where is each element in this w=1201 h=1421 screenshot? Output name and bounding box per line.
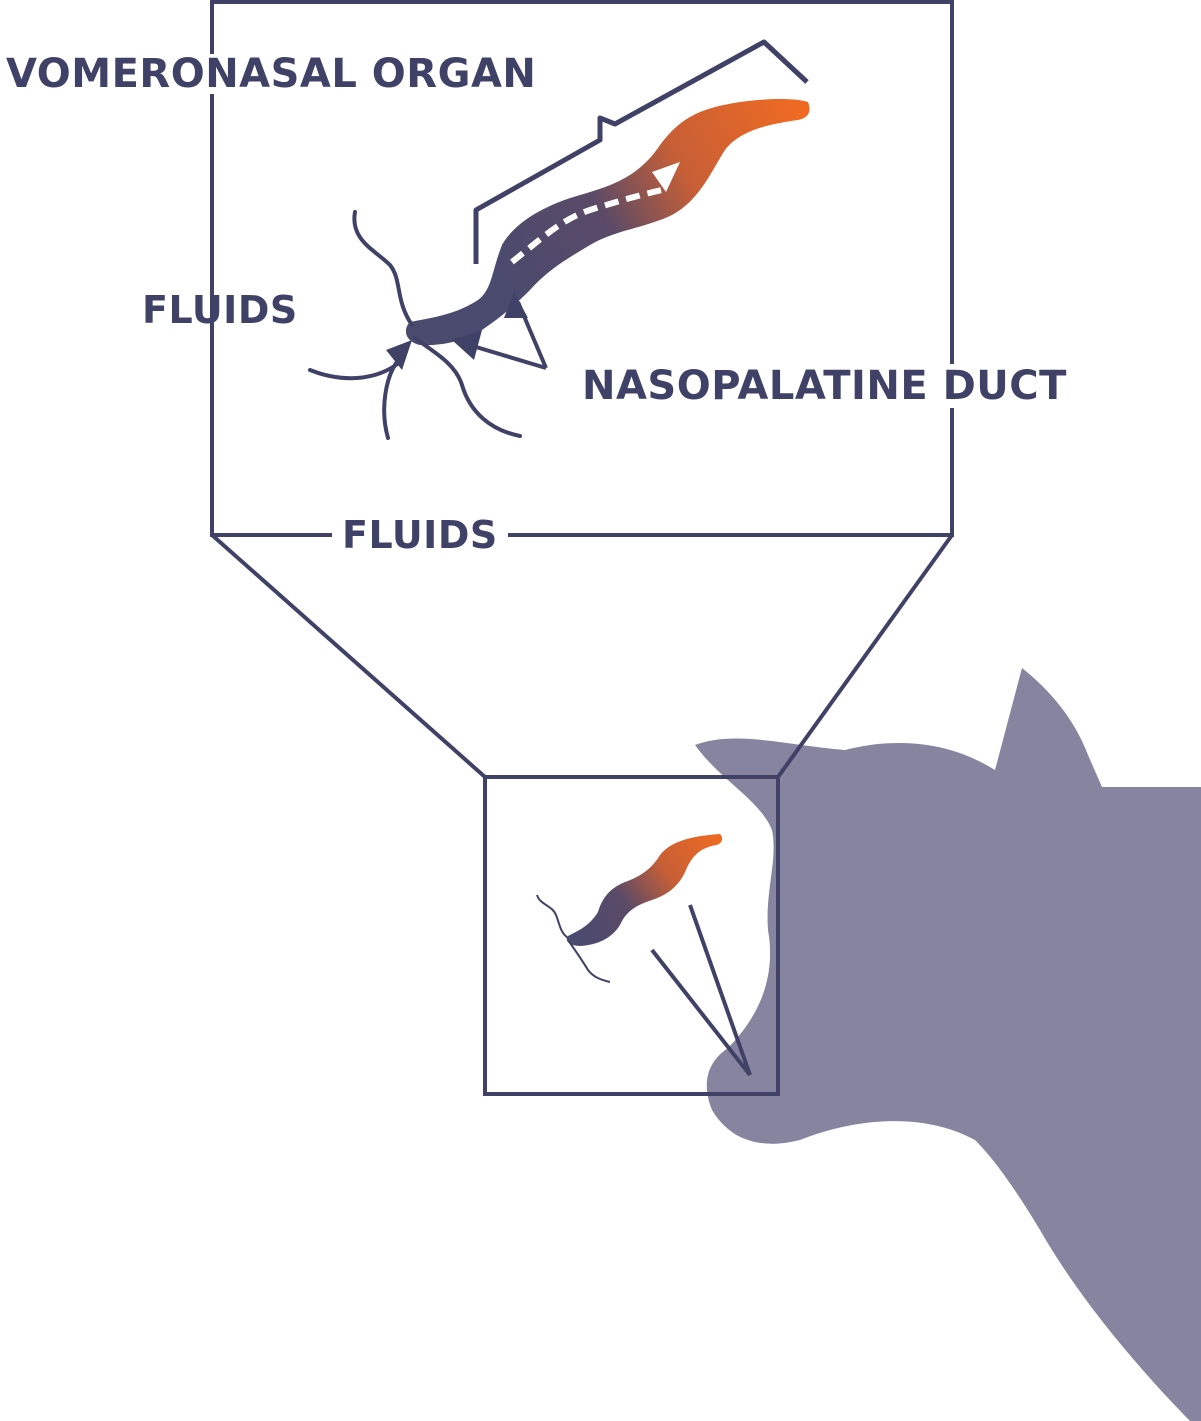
fluid-arrow-curve-1 xyxy=(308,360,402,381)
small-duct-tendril-upper xyxy=(536,894,569,939)
fluid-arrow-curve-2 xyxy=(382,356,402,440)
duct-tendril-lower xyxy=(413,336,522,438)
vomeronasal-organ-label: VOMERONASAL ORGAN xyxy=(2,54,541,94)
vomeronasal-organ xyxy=(405,99,810,346)
fluids-label-bottom: FLUIDS xyxy=(332,516,508,554)
zoom-source-box xyxy=(483,775,780,1096)
organ-bracket xyxy=(473,39,809,264)
fluids-label-left: FLUIDS xyxy=(142,288,298,332)
fluid-arrowhead-left xyxy=(386,340,412,370)
duct-pointer-arrowhead-2 xyxy=(504,292,528,318)
zoom-connector-left xyxy=(210,533,487,779)
magnified-frame xyxy=(210,0,954,537)
cow-head-silhouette xyxy=(695,668,1201,1421)
small-vomeronasal-organ xyxy=(566,834,723,946)
small-duct-tendril-lower xyxy=(567,939,611,983)
zoom-connector-right xyxy=(776,533,954,779)
pointer-line-1 xyxy=(688,904,752,1076)
pointer-line-2 xyxy=(650,948,752,1077)
nasopalatine-duct-label: NASOPALATINE DUCT xyxy=(578,364,1071,408)
duct-tendril-upper xyxy=(352,210,414,327)
duct-pointer-arrowhead-1 xyxy=(452,330,482,360)
flow-dashed-arrow xyxy=(510,187,663,265)
flow-arrowhead xyxy=(652,162,680,192)
